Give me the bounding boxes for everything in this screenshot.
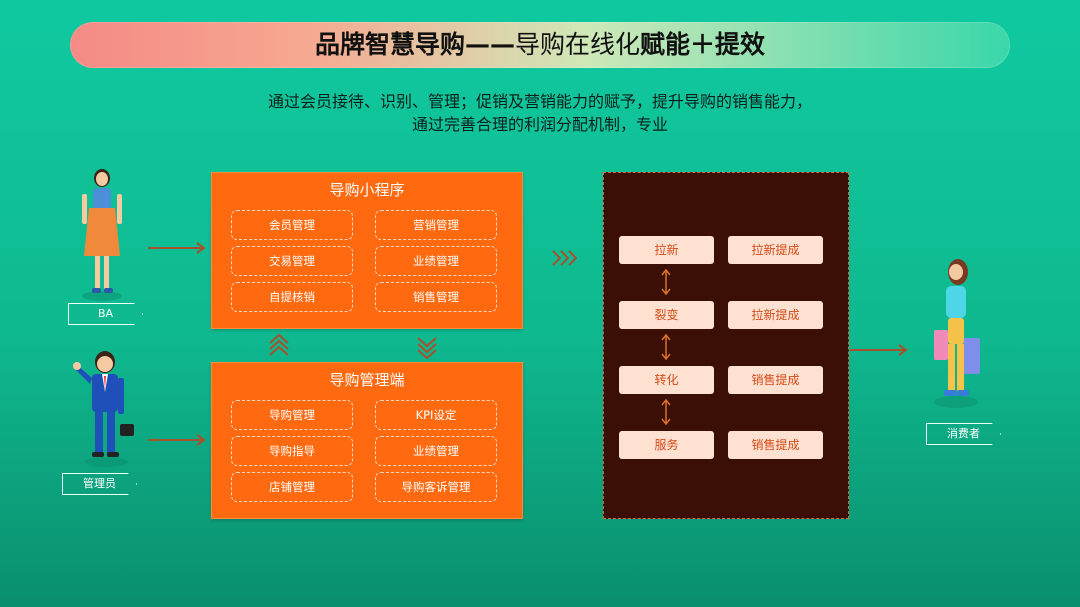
flow-step-fission[interactable]: 裂变 (619, 301, 714, 329)
title-part-3: 赋能＋提效 (640, 30, 766, 59)
chip-self-pickup[interactable]: 自提核销 (231, 282, 353, 312)
chip-complaint-management[interactable]: 导购客诉管理 (375, 472, 497, 502)
double-arrow-icon (661, 268, 671, 296)
flow-panel: 拉新 拉新提成 裂变 拉新提成 转化 销售提成 服务 销售提成 (603, 172, 849, 519)
consumer-label: 消费者 (926, 423, 1001, 445)
consumer-figure (926, 258, 990, 410)
page-title: 品牌智慧导购——导购在线化赋能＋提效 (70, 22, 1010, 68)
flow-reward-acquire-1[interactable]: 拉新提成 (728, 236, 823, 264)
chip-admin-performance[interactable]: 业绩管理 (375, 436, 497, 466)
chip-performance-management[interactable]: 业绩管理 (375, 246, 497, 276)
mini-program-panel: 导购小程序 会员管理 营销管理 交易管理 业绩管理 自提核销 销售管理 (211, 172, 523, 329)
chip-guide-coaching[interactable]: 导购指导 (231, 436, 353, 466)
manager-person-icon (73, 351, 134, 467)
flow-step-conversion[interactable]: 转化 (619, 366, 714, 394)
title-bar: 品牌智慧导购——导购在线化赋能＋提效 (70, 22, 1010, 68)
chip-guide-management[interactable]: 导购管理 (231, 400, 353, 430)
chip-transaction-management[interactable]: 交易管理 (231, 246, 353, 276)
ba-label: BA (68, 303, 143, 325)
consumer-person-icon (934, 259, 980, 408)
admin-panel: 导购管理端 导购管理 KPI设定 导购指导 业绩管理 店铺管理 导购客诉管理 (211, 362, 523, 519)
chevron-up-icon (269, 333, 289, 356)
manager-label: 管理员 (62, 473, 137, 495)
consumer-arrow (850, 344, 908, 356)
flow-reward-sales-1[interactable]: 销售提成 (728, 366, 823, 394)
chip-kpi-setting[interactable]: KPI设定 (375, 400, 497, 430)
chip-store-management[interactable]: 店铺管理 (231, 472, 353, 502)
manager-figure (72, 348, 136, 468)
flow-step-acquire[interactable]: 拉新 (619, 236, 714, 264)
mini-program-title: 导购小程序 (329, 181, 405, 199)
ba-person-icon (82, 169, 122, 301)
chevron-right-icon (552, 250, 578, 266)
chip-member-management[interactable]: 会员管理 (231, 210, 353, 240)
double-arrow-icon (661, 333, 671, 361)
admin-title: 导购管理端 (329, 371, 405, 389)
subtitle-line-1: 通过会员接待、识别、管理；促销及营销能力的赋予，提升导购的销售能力， (267, 92, 812, 111)
flow-reward-acquire-2[interactable]: 拉新提成 (728, 301, 823, 329)
manager-arrow (148, 434, 206, 446)
flow-reward-sales-2[interactable]: 销售提成 (728, 431, 823, 459)
subtitle-line-2: 通过完善合理的利润分配机制，专业 (411, 115, 668, 134)
subtitle: 通过会员接待、识别、管理；促销及营销能力的赋予，提升导购的销售能力， 通过完善合… (0, 90, 1080, 136)
chip-marketing-management[interactable]: 营销管理 (375, 210, 497, 240)
title-part-1: 品牌智慧导购—— (314, 30, 515, 59)
chevron-down-icon (417, 337, 437, 360)
chip-sales-management[interactable]: 销售管理 (375, 282, 497, 312)
ba-arrow (148, 242, 206, 254)
title-part-2: 导购在线化 (514, 30, 640, 59)
double-arrow-icon (661, 398, 671, 426)
ba-figure (74, 166, 130, 301)
flow-step-service[interactable]: 服务 (619, 431, 714, 459)
